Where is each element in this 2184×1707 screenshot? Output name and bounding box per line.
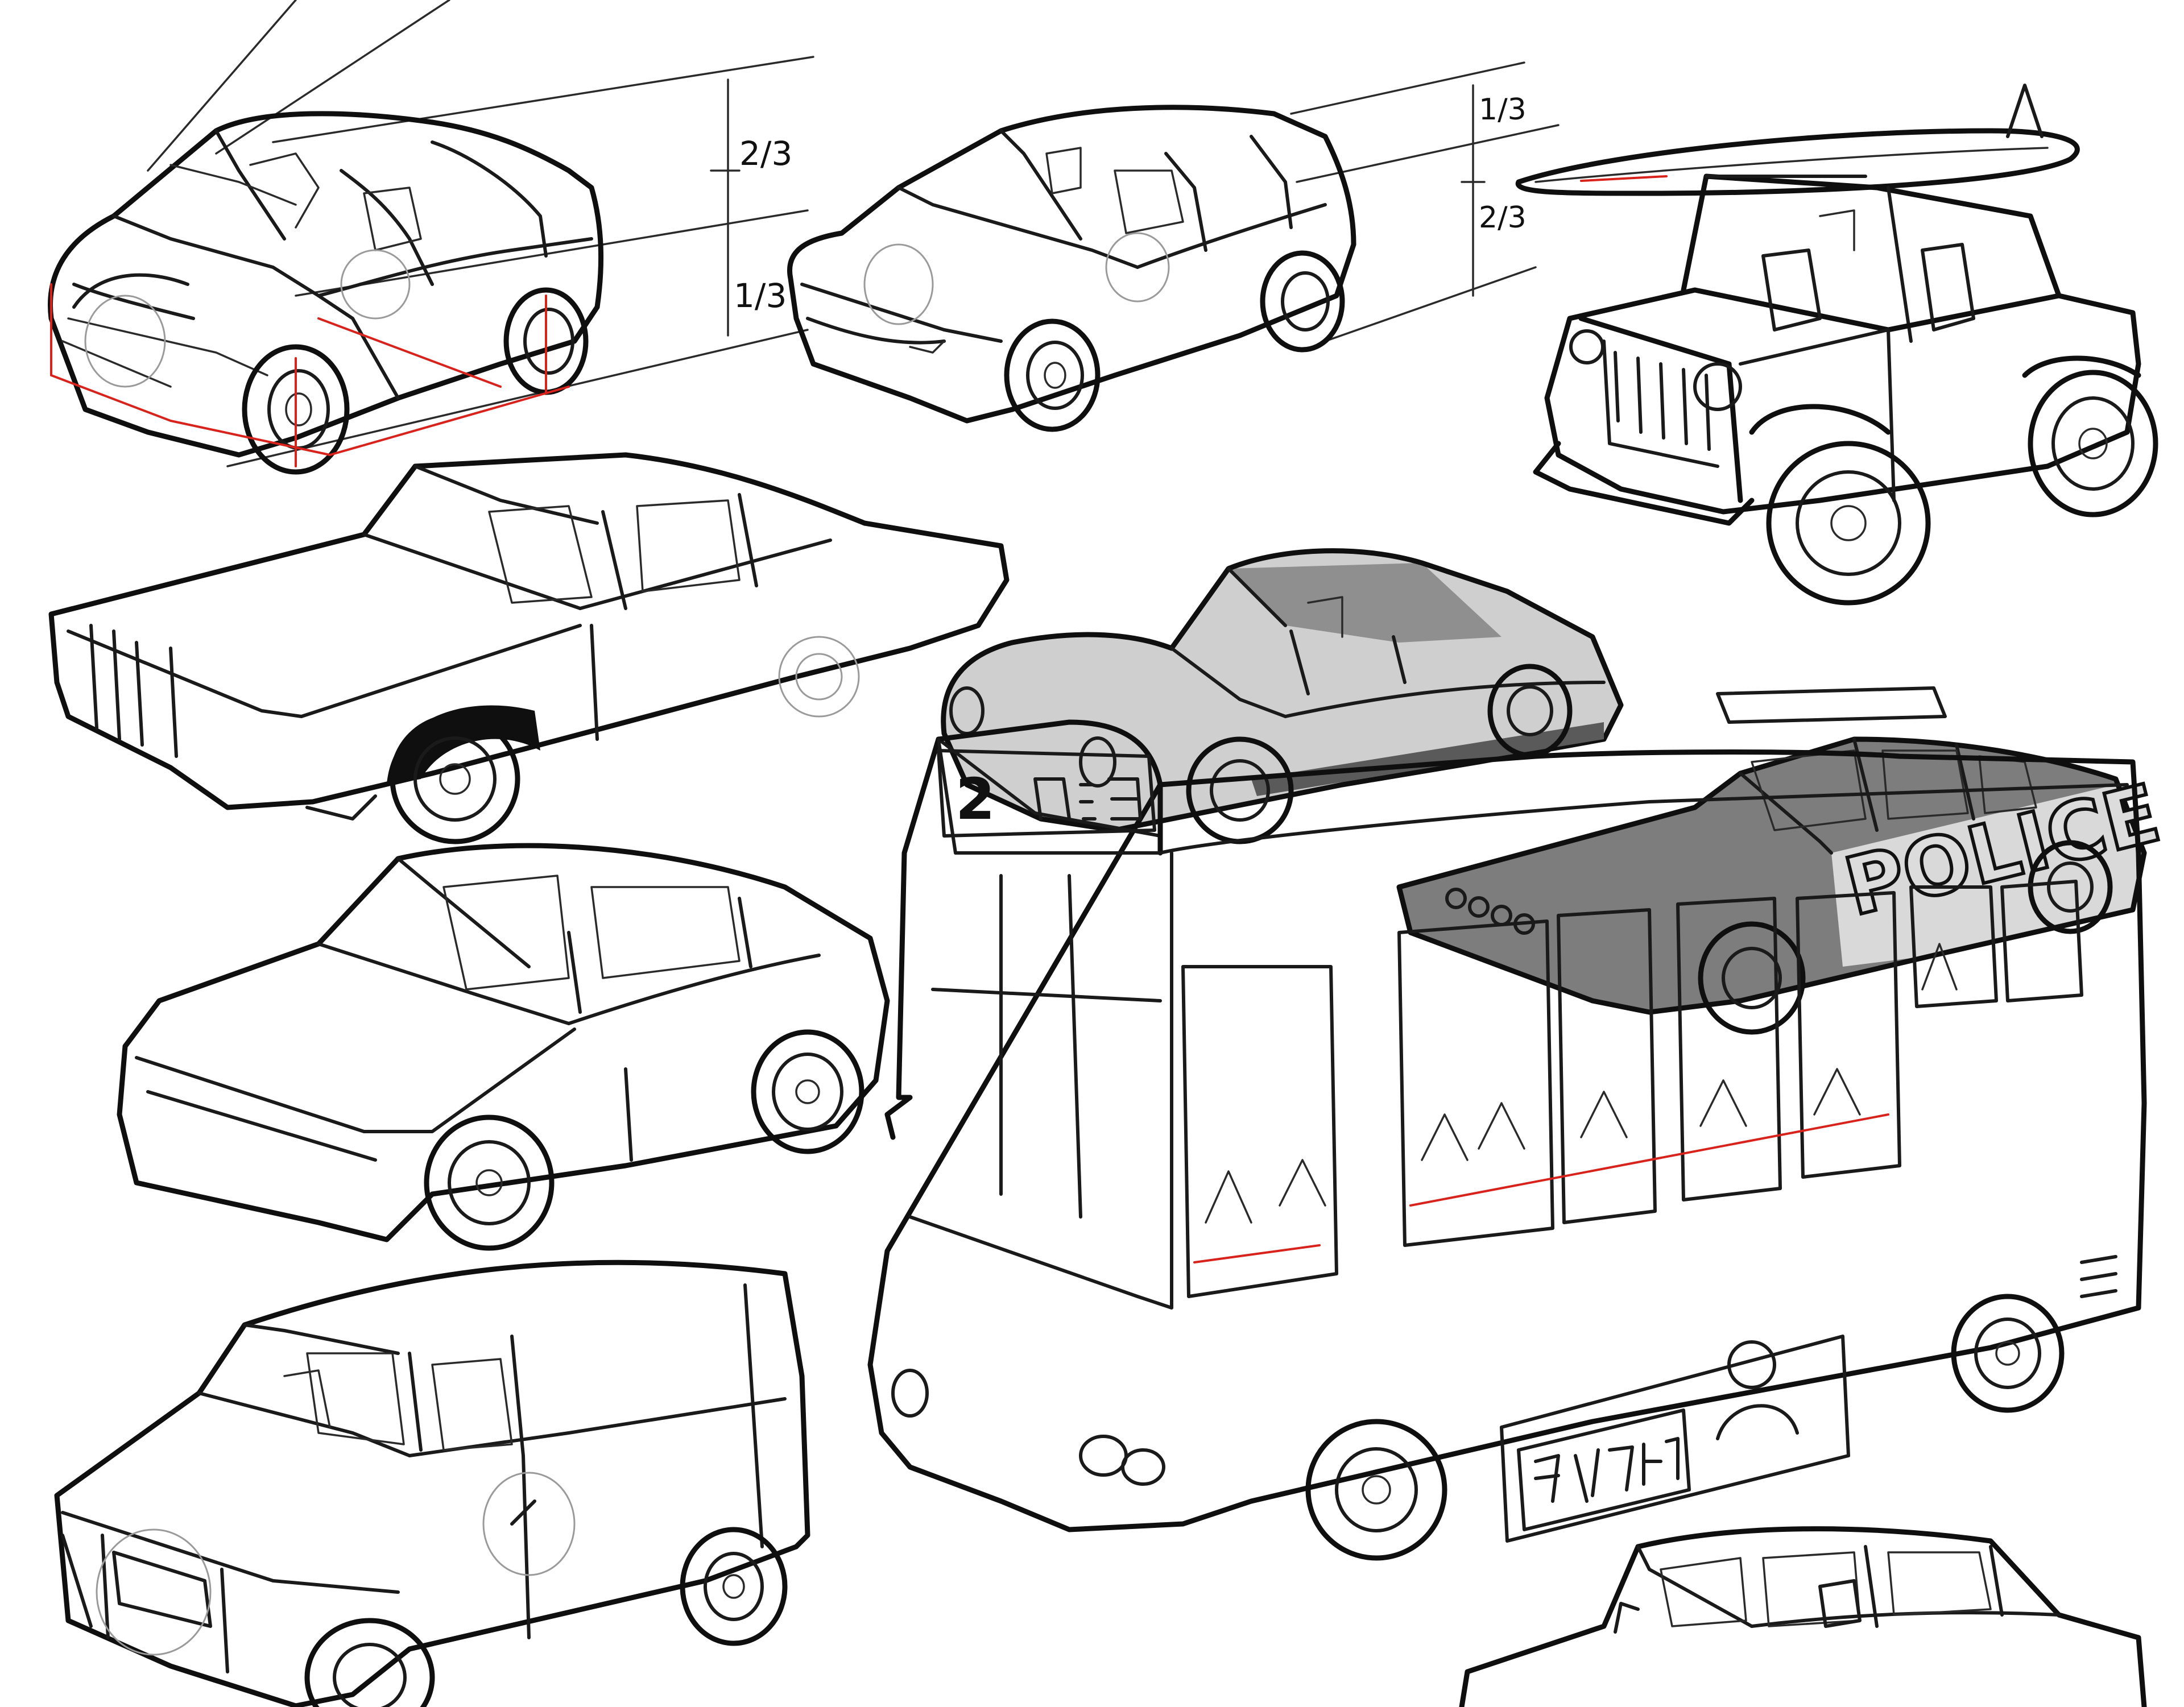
bus-route-number: 2 [956,766,995,832]
hatchback-bottom-ratio: 2/3 [1479,201,1527,235]
sports-coupe-sketch [937,548,1624,844]
minivan-sketch: 2/3 1/3 [48,0,814,475]
bus-sketch: 2 [867,719,2147,1561]
police-car-sketch: POLICE [1396,686,2170,1035]
hatchback-top-ratio: 1/3 [1479,93,1527,127]
jeep-sketch [1515,84,2158,606]
bus-destination-glyphs [1033,777,1142,821]
wagon-sketch [117,843,890,1251]
bus-ad-glyphs [1534,1437,1680,1503]
minivan-top-ratio: 2/3 [739,134,792,173]
minivan-bottom-ratio: 1/3 [734,276,787,315]
delivery-van-sketch [54,1259,810,1707]
classic-sedan-sketch [48,452,1010,844]
bottom-sedan-sketch [1459,1526,2147,1707]
hatchback-sketch: 1/3 2/3 [787,61,1560,432]
